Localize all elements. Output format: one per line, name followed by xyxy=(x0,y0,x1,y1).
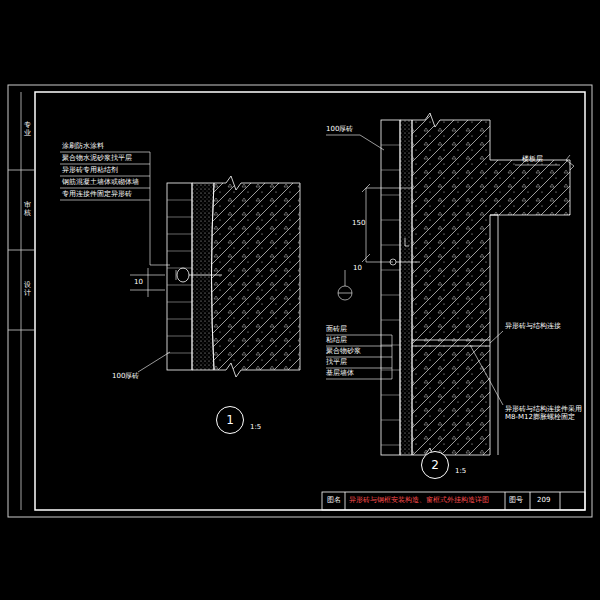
layer-label: 基层墙体 xyxy=(326,370,354,378)
sheet-field: 设计 xyxy=(24,282,31,297)
material-label: 异形砖专用粘结剂 xyxy=(62,167,118,175)
layer-label: 粘结层 xyxy=(326,337,347,345)
side-strip xyxy=(8,92,35,510)
layer-label: 找平层 xyxy=(326,359,347,367)
title-cell: 异形砖与钢框安装构造、窗框式外挂构造详图 xyxy=(349,497,489,505)
title-cell: 209 xyxy=(537,497,550,505)
title-cell: 图号 xyxy=(509,497,523,505)
material-label: 100厚砖 xyxy=(112,373,139,381)
scale-label: 1:5 xyxy=(455,468,466,476)
outer-frame xyxy=(8,85,592,517)
detail-number-circle: 1 xyxy=(216,406,244,434)
dimension: 10 xyxy=(134,279,143,287)
material-label: 聚合物水泥砂浆找平层 xyxy=(62,155,132,163)
material-label: 涂刷防水涂料 xyxy=(62,143,104,151)
sheet-field: 专业 xyxy=(24,122,31,137)
material-label: 钢筋混凝土墙体或砌体墙 xyxy=(62,179,139,187)
wall-detail-1 xyxy=(167,176,300,377)
leader-lines-1 xyxy=(60,152,170,372)
dimension: 150 xyxy=(352,220,365,228)
leader-lines-2 xyxy=(326,135,560,405)
scale-label: 1:5 xyxy=(250,424,261,432)
detail-number: 2 xyxy=(431,459,439,471)
title-block xyxy=(322,492,585,510)
layer-label: 面砖层 xyxy=(326,326,347,334)
title-cell: 图名 xyxy=(327,497,341,505)
dimension: 10 xyxy=(353,265,362,273)
note: 异形砖与结构连接件采用M8-M12膨胀螺栓固定 xyxy=(505,406,583,421)
detail-number: 1 xyxy=(226,414,234,426)
sheet-field: 审核 xyxy=(24,202,31,217)
layer-label: 聚合物砂浆 xyxy=(326,348,361,356)
material-label: 专用连接件固定异形砖 xyxy=(62,191,132,199)
note: 异形砖与结构连接 xyxy=(505,323,561,331)
detail-number-circle: 2 xyxy=(421,451,449,479)
inner-frame xyxy=(35,92,585,510)
material-label: 楼板层 xyxy=(522,156,543,164)
material-label: 100厚砖 xyxy=(326,126,353,134)
